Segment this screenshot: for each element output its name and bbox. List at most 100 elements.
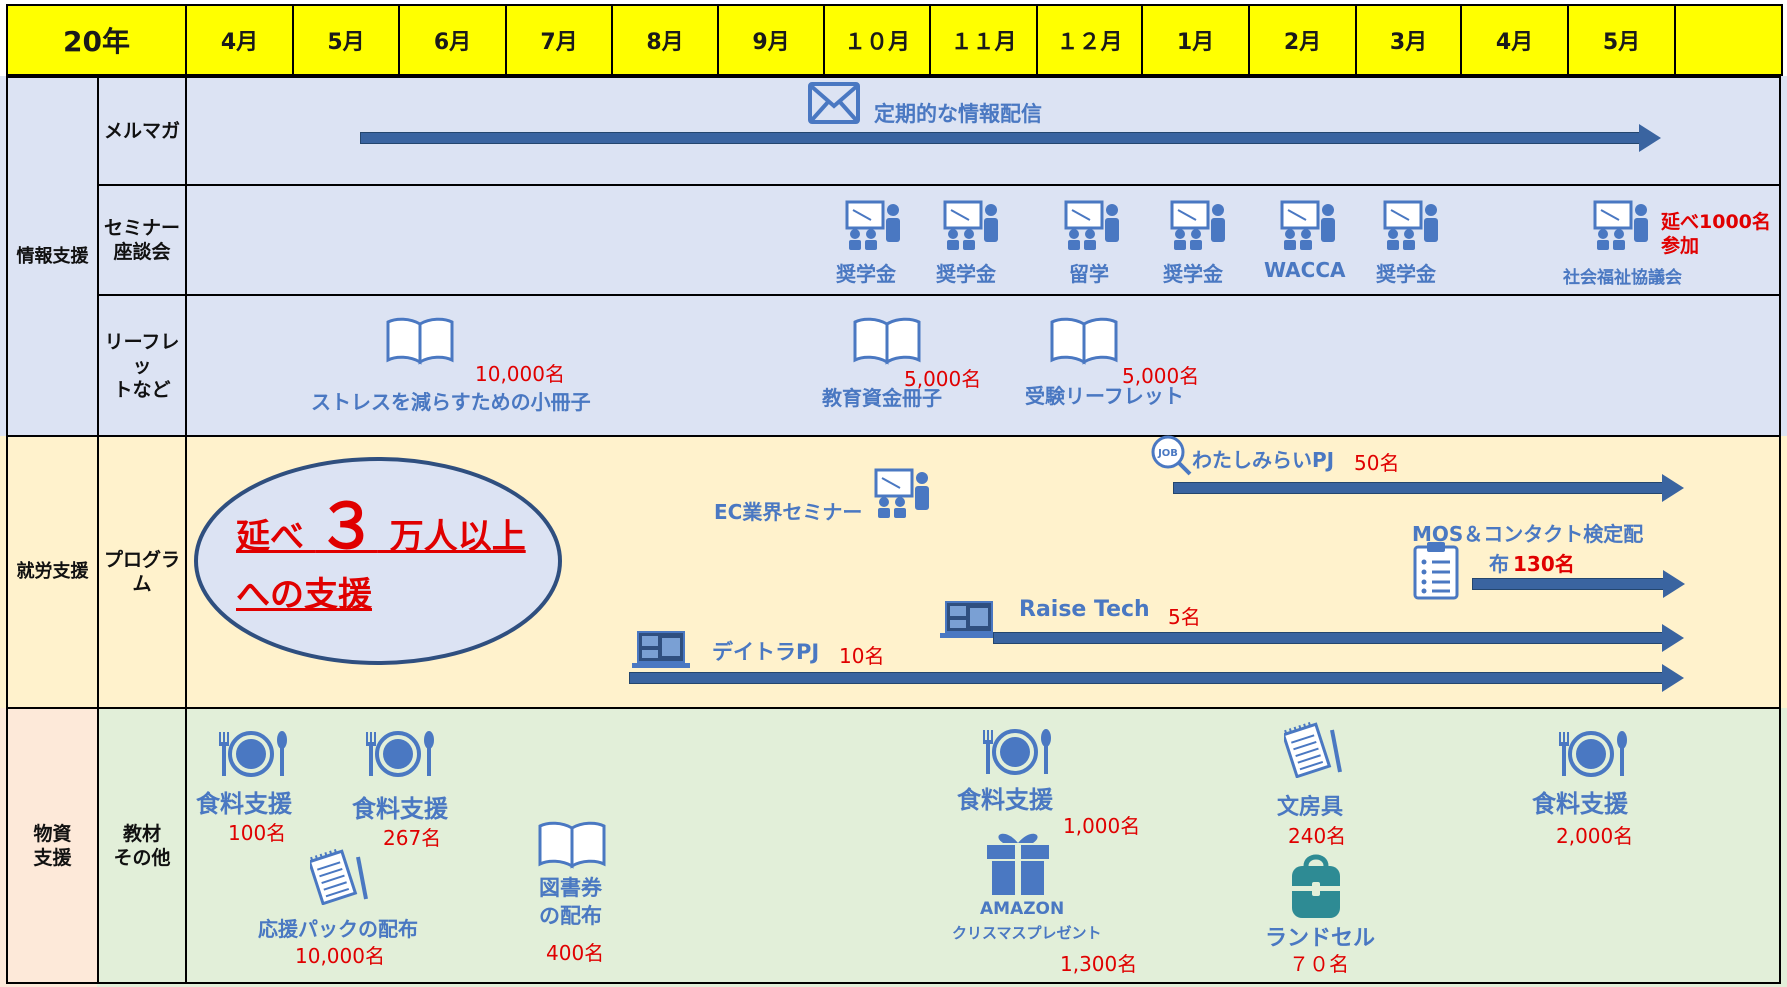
seminar-note: 延べ1000名 参加: [1661, 211, 1771, 257]
notepad-icon: [310, 849, 368, 905]
food-plate-icon: [219, 731, 287, 777]
leaflet-count: 5,000名: [904, 367, 982, 391]
leaflet-name: 教育資金冊子: [822, 386, 942, 410]
mos-arrow: [1472, 570, 1685, 598]
support-badge-text: 延べ ３ 万人以上 への支援: [236, 490, 526, 616]
month-header-cell: 2月: [1248, 4, 1357, 76]
raise-count: 5名: [1168, 605, 1201, 629]
presentation-icon: [943, 200, 998, 250]
mos-label: MOS＆コンタクト検定配: [1412, 522, 1644, 546]
bookvoucher-count: 400名: [546, 941, 605, 965]
month-header-cell: 5月: [292, 4, 400, 76]
mos-count: 130名: [1513, 552, 1575, 576]
stationery-count: 240名: [1288, 824, 1347, 848]
grid-line: [6, 76, 8, 984]
presentation-icon: [1593, 200, 1648, 250]
row-label-seminar: セミナー 座談会: [103, 217, 180, 263]
presentation-icon: [874, 468, 929, 518]
grid-line: [185, 76, 187, 984]
goods-band: [0, 708, 1787, 987]
seminar-item: 奨学金: [836, 262, 896, 286]
month-header-cell: １０月: [823, 4, 931, 76]
laptop-icon: [940, 601, 998, 638]
food3-count: 1,000名: [1063, 814, 1141, 838]
pack-label: 応援パックの配布: [258, 917, 418, 941]
book-icon: [1050, 317, 1118, 365]
month-header-cell: 8月: [611, 4, 719, 76]
section-label-work: 就労支援: [16, 561, 89, 582]
notepad-icon: [1284, 722, 1342, 778]
presentation-icon: [845, 200, 900, 250]
watashi-arrow: [1173, 474, 1684, 502]
seminar-item: WACCA: [1264, 258, 1346, 282]
seminar-item: 奨学金: [936, 262, 996, 286]
month-header-cell: １２月: [1036, 4, 1143, 76]
leaflet-name: ストレスを減らすための小冊子: [311, 390, 591, 414]
row-label-leaflet: リーフレッ トなど: [104, 330, 180, 401]
month-header-cell: 7月: [505, 4, 613, 76]
food-plate-icon: [983, 729, 1051, 775]
month-header-cell: 5月: [1567, 4, 1676, 76]
watashi-label: わたしみらいPJ: [1192, 448, 1335, 472]
food4-count: 2,000名: [1556, 824, 1634, 848]
seminar-item: 社会福祉協議会: [1563, 268, 1682, 288]
month-header-cell: 9月: [717, 4, 825, 76]
laptop-icon: [632, 631, 690, 668]
presentation-icon: [1383, 200, 1438, 250]
amazon-sub: クリスマスプレゼント: [952, 924, 1102, 942]
month-header-cell: 6月: [398, 4, 507, 76]
bookvoucher-label: 図書券 の配布: [539, 876, 602, 928]
grid-line: [6, 982, 1781, 984]
presentation-icon: [1170, 200, 1225, 250]
randoseru-count: ７０名: [1289, 952, 1349, 976]
food2-count: 267名: [383, 826, 442, 850]
mailmag-arrow: [360, 124, 1661, 152]
grid-line: [97, 294, 1781, 296]
month-header-cell: 4月: [1460, 4, 1569, 76]
job-search-icon: JOB: [1151, 435, 1192, 476]
amazon-count: 1,300名: [1060, 952, 1138, 976]
month-header-cell: 4月: [185, 4, 294, 76]
book-icon: [386, 317, 454, 365]
food3-label: 食料支援: [957, 786, 1053, 814]
seminar-item: 奨学金: [1163, 262, 1223, 286]
leaflet-name: 受験リーフレット: [1025, 384, 1184, 408]
food4-label: 食料支援: [1532, 790, 1628, 818]
leaflet-count: 10,000名: [475, 362, 565, 386]
daitora-arrow: [629, 664, 1684, 692]
grid-line: [1779, 76, 1781, 984]
month-header-cell: 3月: [1355, 4, 1462, 76]
mailmag-text: 定期的な情報配信: [874, 102, 1042, 126]
clipboard-checklist-icon: [1413, 542, 1459, 600]
food-plate-icon: [1559, 731, 1627, 777]
mail-icon: [808, 82, 860, 124]
gift-icon: [987, 833, 1049, 895]
mos-label-cont: 布: [1489, 552, 1509, 576]
amazon-label: AMAZON: [980, 899, 1065, 919]
pack-count: 10,000名: [295, 944, 385, 968]
presentation-icon: [1064, 200, 1119, 250]
seminar-item: 留学: [1069, 262, 1109, 286]
svg-text:JOB: JOB: [1157, 448, 1178, 459]
raise-label: Raise Tech: [1019, 597, 1150, 622]
month-header-cell: １１月: [929, 4, 1038, 76]
section-label-goods: 物資 支援: [33, 822, 72, 869]
presentation-icon: [1280, 200, 1335, 250]
section-label-info: 情報支援: [16, 245, 89, 267]
month-header-cell: [1674, 4, 1783, 76]
food2-label: 食料支援: [352, 795, 448, 823]
book-icon: [853, 317, 921, 365]
food1-label: 食料支援: [196, 790, 292, 818]
seminar-item: 奨学金: [1376, 262, 1436, 286]
raise-arrow: [993, 624, 1684, 652]
book-voucher-icon: [538, 821, 606, 869]
backpack-icon: [1292, 854, 1340, 918]
year-header: 20年: [6, 4, 187, 76]
food-plate-icon: [366, 731, 434, 777]
row-label-materials: 教材 その他: [113, 822, 171, 869]
grid-line: [6, 76, 1781, 78]
row-label-program: プログラ ム: [103, 549, 180, 595]
month-header-cell: 1月: [1141, 4, 1250, 76]
row-label-mailmag: メルマガ: [103, 120, 180, 142]
grid-line: [97, 76, 99, 984]
